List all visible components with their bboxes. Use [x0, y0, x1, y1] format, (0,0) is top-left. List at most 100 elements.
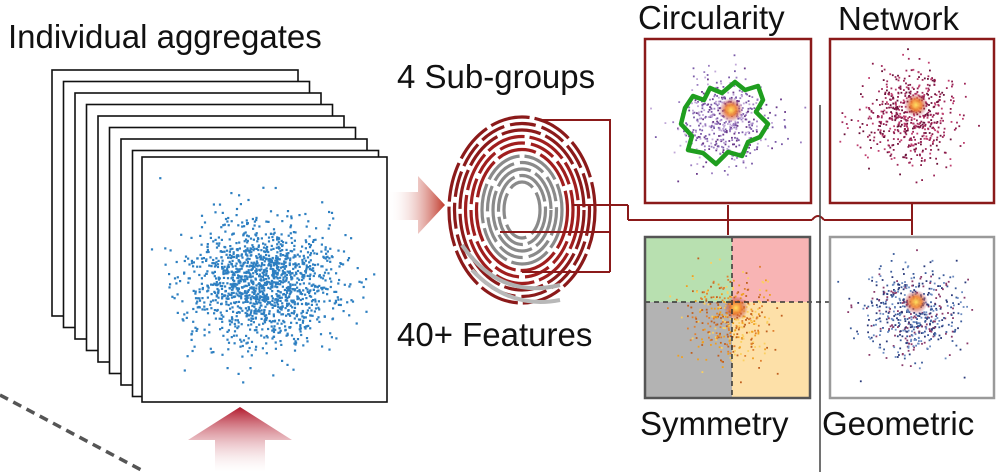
mini-point — [949, 108, 952, 110]
mini-point — [908, 75, 911, 77]
mini-point — [693, 116, 695, 119]
scatter-point — [271, 306, 274, 309]
mini-point — [712, 331, 714, 334]
scatter-point — [171, 295, 174, 298]
mini-point — [918, 332, 920, 334]
mini-point — [925, 313, 928, 316]
scatter-point — [279, 283, 282, 286]
scatter-point — [294, 263, 297, 266]
mini-point — [898, 354, 900, 356]
scatter-point — [263, 289, 266, 292]
mini-point — [900, 139, 903, 142]
mini-point — [879, 330, 882, 332]
scatter-point — [286, 302, 289, 305]
mini-point — [951, 95, 953, 98]
scatter-point — [199, 265, 202, 268]
mini-point — [901, 335, 904, 338]
mini-point — [914, 126, 917, 129]
mini-point — [878, 309, 881, 312]
mini-point — [707, 289, 709, 292]
scatter-point — [328, 257, 331, 260]
mini-point — [903, 136, 905, 139]
scatter-point — [306, 251, 310, 254]
mini-point — [719, 100, 722, 103]
mini-point — [938, 277, 941, 280]
scatter-point — [230, 291, 233, 294]
scatter-point — [263, 321, 267, 324]
scatter-point — [282, 319, 285, 322]
mini-point — [751, 108, 753, 110]
mini-point — [903, 117, 906, 119]
mini-point — [717, 145, 720, 147]
scatter-point — [240, 293, 243, 296]
mini-point — [926, 116, 929, 119]
scatter-point — [282, 276, 285, 279]
mini-point — [919, 115, 922, 118]
mini-point — [695, 318, 698, 320]
mini-point — [894, 328, 897, 331]
mini-point — [766, 346, 768, 349]
scatter-point — [301, 278, 304, 281]
scatter-point — [249, 247, 252, 250]
scatter-point — [250, 354, 253, 357]
mini-point — [923, 313, 926, 316]
mini-point — [897, 302, 899, 305]
scatter-point — [196, 306, 199, 309]
scatter-point — [243, 250, 246, 253]
mini-point — [720, 307, 722, 309]
scatter-point — [321, 201, 324, 204]
mini-point — [903, 285, 906, 288]
mini-point — [945, 332, 947, 335]
scatter-point — [271, 282, 274, 285]
mini-point — [892, 283, 895, 286]
scatter-point — [257, 244, 260, 247]
mini-point — [937, 126, 940, 129]
mini-point — [738, 284, 741, 287]
mini-point — [942, 274, 945, 277]
mini-point — [892, 326, 894, 328]
mini-point — [875, 304, 878, 306]
scatter-point — [253, 303, 256, 306]
scatter-point — [234, 319, 237, 322]
scatter-point — [288, 271, 291, 274]
mini-point — [912, 122, 914, 125]
scatter-point — [308, 275, 311, 278]
mini-point — [757, 329, 759, 332]
scatter-point — [312, 288, 315, 291]
mini-point — [715, 298, 717, 300]
scatter-point — [268, 260, 271, 263]
mini-point — [918, 282, 921, 285]
scatter-point — [270, 279, 273, 282]
mini-point — [729, 123, 732, 126]
scatter-point — [199, 253, 202, 256]
mini-point — [729, 280, 732, 283]
mini-point — [705, 298, 708, 301]
scatter-point — [210, 351, 213, 354]
scatter-point — [306, 288, 309, 291]
scatter-point — [196, 300, 199, 303]
mini-point — [741, 120, 744, 123]
scatter-point — [235, 214, 238, 217]
mini-point — [911, 86, 914, 89]
mini-point — [707, 111, 710, 113]
scatter-point — [292, 312, 295, 315]
scatter-point — [269, 287, 272, 290]
scatter-point — [239, 268, 242, 271]
mini-point — [741, 322, 744, 324]
mini-point — [894, 306, 896, 309]
mini-point — [918, 84, 921, 87]
mini-point — [930, 275, 932, 278]
scatter-point — [282, 293, 286, 296]
mini-point — [877, 318, 880, 320]
mini-point — [876, 306, 879, 309]
mini-point — [902, 268, 905, 271]
mini-point — [721, 145, 723, 148]
scatter-point — [237, 274, 240, 277]
scatter-point — [241, 286, 244, 289]
mini-point — [894, 292, 896, 294]
mini-point — [713, 316, 716, 319]
mini-point — [787, 137, 789, 140]
mini-point — [695, 129, 697, 132]
scatter-point — [263, 315, 266, 318]
scatter-point — [182, 319, 185, 322]
